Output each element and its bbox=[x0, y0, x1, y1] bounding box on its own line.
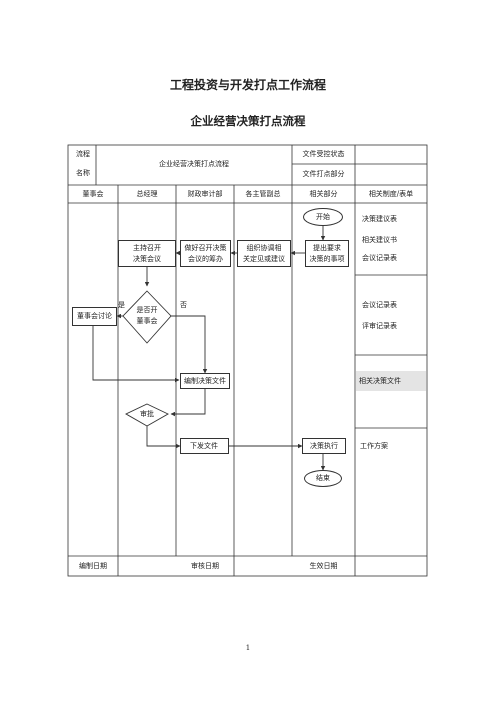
form-decision-suggestion: 决策建议表 bbox=[362, 215, 397, 223]
finance-prepare-line-2: 会议的筹办 bbox=[188, 255, 223, 263]
gm-host-line-1: 主持召开 bbox=[133, 244, 161, 252]
dept-propose-line-2: 决策的事项 bbox=[309, 255, 345, 263]
col-header-board: 董事会 bbox=[82, 190, 104, 198]
vp-organize-line-1: 组织协调相 bbox=[246, 244, 282, 252]
form-meeting-record-2: 会议记录表 bbox=[362, 301, 397, 309]
decision-line-1: 是否开 bbox=[136, 306, 158, 314]
form-related-proposal: 相关建议书 bbox=[362, 236, 397, 244]
dept-propose-line-1: 提出要求 bbox=[313, 244, 341, 252]
col-header-vp: 各主管副总 bbox=[245, 190, 281, 198]
form-work-plan: 工作方案 bbox=[360, 442, 388, 450]
end-node: 结束 bbox=[304, 470, 342, 487]
start-node: 开始 bbox=[303, 208, 343, 226]
footer-compiled-date: 编制日期 bbox=[79, 562, 107, 570]
finance-prepare-line-1: 做好召开决策 bbox=[184, 244, 227, 252]
col-header-dept: 相关部分 bbox=[309, 190, 338, 198]
file-control-label: 文件受控状态 bbox=[302, 150, 345, 158]
col-header-finance: 财政审计部 bbox=[187, 190, 223, 198]
gm-host-meeting-box: 主持召开 决策会议 bbox=[118, 240, 176, 267]
vp-organize-line-2: 关定见或建议 bbox=[243, 255, 285, 263]
form-decision-docs: 相关决策文件 bbox=[356, 371, 426, 391]
page-title: 工程投资与开发打点工作流程 bbox=[169, 78, 326, 92]
issue-docs-box: 下发文件 bbox=[180, 438, 229, 454]
page-subtitle: 企业经营决策打点流程 bbox=[190, 114, 306, 128]
execute-box: 决策执行 bbox=[302, 438, 346, 454]
decision-label: 是否开 董事会 bbox=[130, 305, 164, 327]
process-label-2: 名称 bbox=[76, 169, 90, 177]
gm-host-line-2: 决策会议 bbox=[133, 255, 161, 263]
finance-prepare-box: 做好召开决策 会议的筹办 bbox=[180, 240, 231, 267]
page-number: 1 bbox=[245, 644, 251, 652]
no-label: 否 bbox=[180, 301, 187, 309]
footer-effective-date: 生效日期 bbox=[309, 562, 338, 570]
form-meeting-record-1: 会议记录表 bbox=[362, 254, 397, 262]
decision-line-2: 董事会 bbox=[136, 317, 158, 325]
col-header-forms: 相关制度/表单 bbox=[368, 190, 414, 198]
col-header-gm: 总经理 bbox=[136, 190, 158, 198]
decision-diamond bbox=[122, 290, 172, 344]
footer-reviewed-date: 审核日期 bbox=[191, 562, 219, 570]
approve-diamond bbox=[125, 403, 169, 427]
process-label-1: 流程 bbox=[76, 150, 90, 158]
process-name: 企业经营决策打点流程 bbox=[159, 160, 229, 168]
board-discuss-box: 董事会讨论 bbox=[72, 307, 117, 326]
vp-organize-box: 组织协调相 关定见或建议 bbox=[237, 240, 291, 267]
dept-propose-box: 提出要求 决策的事项 bbox=[305, 240, 349, 267]
compile-docs-box: 编制决策文件 bbox=[180, 373, 230, 389]
form-review-record: 评审记录表 bbox=[362, 322, 397, 330]
file-dept-label: 文件打点部分 bbox=[302, 170, 345, 178]
yes-label: 是 bbox=[118, 301, 125, 309]
approve-label: 审批 bbox=[140, 410, 154, 418]
